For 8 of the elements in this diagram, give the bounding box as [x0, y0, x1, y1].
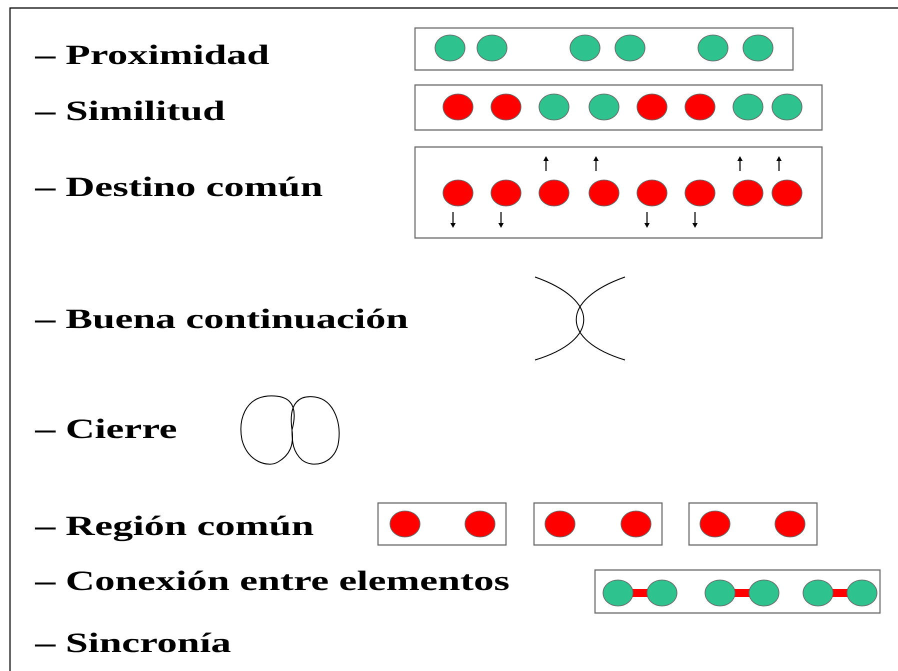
principle-label: – Sincronía — [34, 632, 231, 652]
principle-label: – Región común — [34, 516, 314, 542]
principle-label: – Destino común — [34, 176, 322, 196]
principle-label: – Conexión entre elementos — [34, 570, 509, 590]
principle-label: – Proximidad — [34, 44, 269, 64]
principle-label: – Buena continuación — [34, 308, 408, 328]
principle-label: – Similitud — [34, 100, 225, 120]
principle-label: – Cierre — [34, 418, 176, 438]
